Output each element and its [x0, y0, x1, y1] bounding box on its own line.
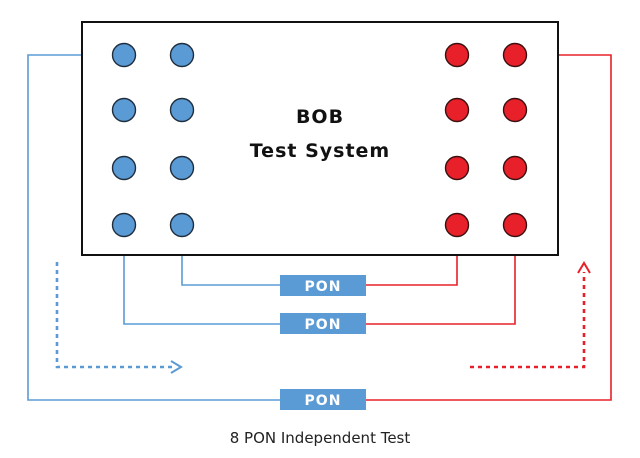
red-line-outer — [366, 54, 612, 401]
blue-port — [111, 212, 137, 238]
red-port — [502, 42, 528, 68]
blue-port — [111, 155, 137, 181]
red-port — [444, 97, 470, 123]
red-port — [444, 42, 470, 68]
pon-box-outer: PON — [280, 389, 366, 410]
system-title-line1: BOB — [296, 106, 344, 128]
blue-port — [169, 212, 195, 238]
red-arrowhead-icon — [577, 261, 591, 274]
blue-port — [169, 155, 195, 181]
red-flow-arrow — [470, 272, 586, 369]
blue-port — [111, 42, 137, 68]
red-port — [502, 155, 528, 181]
red-line-middle — [366, 237, 516, 325]
blue-arrowhead-icon — [170, 360, 183, 374]
test-system-box — [81, 21, 559, 256]
red-port — [444, 155, 470, 181]
system-title-line2: Test System — [250, 140, 390, 162]
red-ports — [444, 42, 528, 238]
blue-port — [169, 97, 195, 123]
red-port — [502, 97, 528, 123]
pon-label: PON — [305, 317, 342, 333]
pon-box-middle: PON — [280, 313, 366, 334]
red-port — [444, 212, 470, 238]
pon-label: PON — [305, 279, 342, 295]
blue-ports — [111, 42, 195, 238]
diagram-caption: 8 PON Independent Test — [230, 429, 411, 447]
red-port — [502, 212, 528, 238]
blue-port — [111, 97, 137, 123]
pon-label: PON — [305, 393, 342, 409]
blue-line-middle — [123, 237, 280, 325]
blue-line-outer — [27, 54, 280, 401]
pon-box-inner: PON — [280, 275, 366, 296]
blue-flow-arrow — [55, 262, 172, 369]
blue-port — [169, 42, 195, 68]
